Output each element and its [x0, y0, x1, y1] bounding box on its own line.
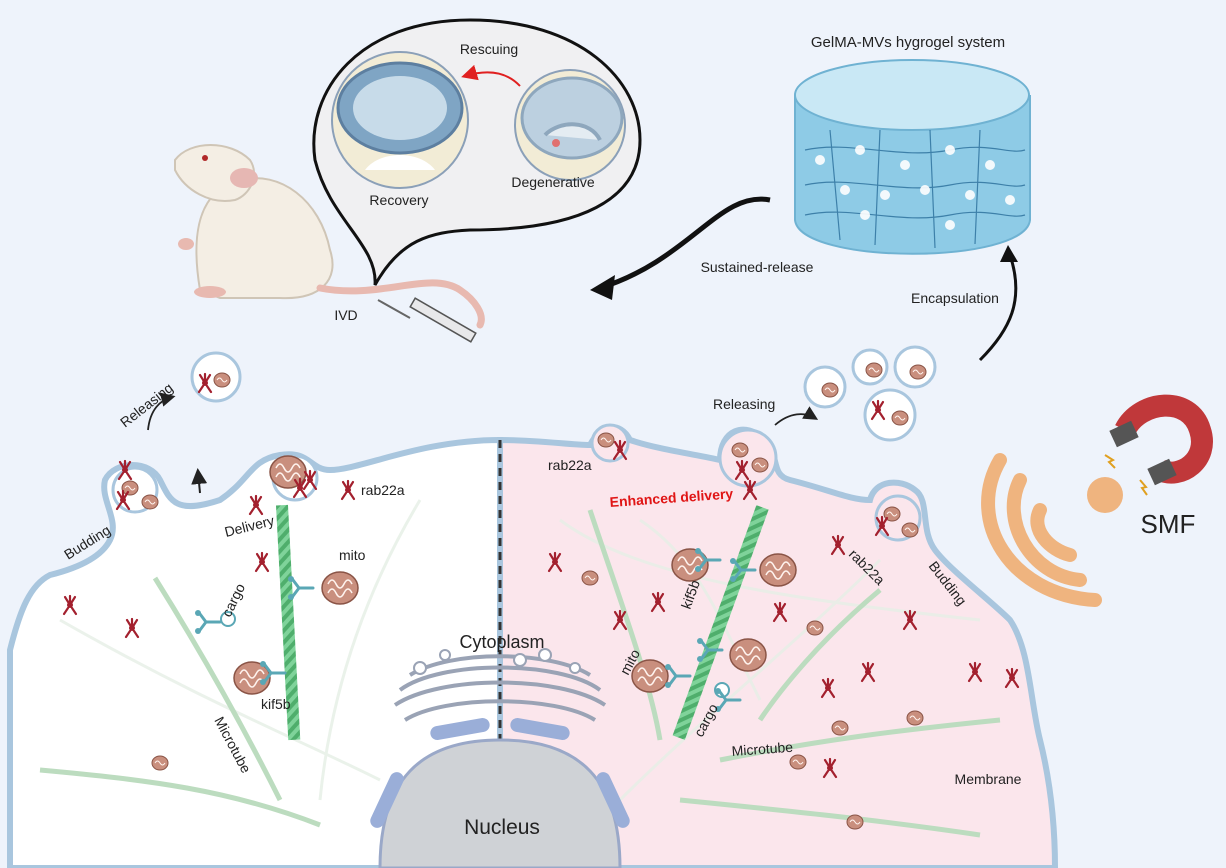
microtubule-right-b	[719, 717, 1001, 763]
nuclear-envelope	[370, 718, 630, 828]
label-smf: SMF	[1141, 509, 1196, 539]
releasing-arrow-left	[147, 392, 176, 431]
encapsulation-arrow	[978, 254, 1018, 362]
magnet-icon	[1104, 394, 1213, 496]
label-rab22a-left: rab22a	[361, 482, 405, 498]
disc-recovery-icon	[331, 51, 469, 189]
released-vesicles-right	[803, 345, 937, 442]
label-kif5b-left: kif5b	[261, 696, 291, 712]
syringe-icon	[377, 297, 477, 343]
microtubule-main-left	[275, 504, 301, 741]
disc-degenerative-icon	[514, 69, 626, 181]
rat-icon	[174, 144, 485, 329]
releasing-arrow-right	[774, 406, 819, 426]
label-membrane: Membrane	[955, 771, 1022, 787]
label-cytoplasm: Cytoplasm	[459, 632, 544, 652]
golgi-vesicles	[413, 648, 581, 675]
rescuing-arrow	[461, 64, 521, 87]
cell	[7, 423, 1059, 868]
budding-arrow	[191, 468, 208, 494]
label-microtube-right: Microtube	[731, 739, 794, 759]
microtubule-left-b	[39, 767, 321, 828]
microtubule-left-a	[152, 576, 283, 802]
label-rescuing: Rescuing	[460, 41, 518, 57]
label-degenerative: Degenerative	[511, 174, 594, 190]
label-sustained-release: Sustained-release	[701, 259, 814, 275]
smf-wave-icon	[981, 453, 1123, 607]
label-mito-left: mito	[339, 547, 366, 563]
sustained-release-arrow	[599, 196, 771, 291]
label-rab22a-right-top: rab22a	[548, 457, 592, 473]
released-vesicles-left	[190, 351, 242, 403]
label-nucleus: Nucleus	[464, 816, 540, 839]
label-recovery: Recovery	[369, 192, 428, 208]
label-ivd: IVD	[334, 307, 357, 323]
microtubule-main-right	[672, 505, 769, 740]
label-gelma-title: GelMA-MVs hygrogel system	[811, 34, 1005, 51]
microtubule-right-c	[679, 797, 981, 838]
microtubule-right-a	[587, 509, 663, 741]
hydrogel-cylinder-icon	[794, 59, 1031, 255]
cell-left-half	[7, 436, 503, 868]
cargo-vesicle-left	[220, 611, 236, 627]
microtubule-right-d	[757, 588, 882, 722]
label-releasing-right: Releasing	[713, 396, 775, 412]
label-encapsulation: Encapsulation	[911, 290, 999, 306]
